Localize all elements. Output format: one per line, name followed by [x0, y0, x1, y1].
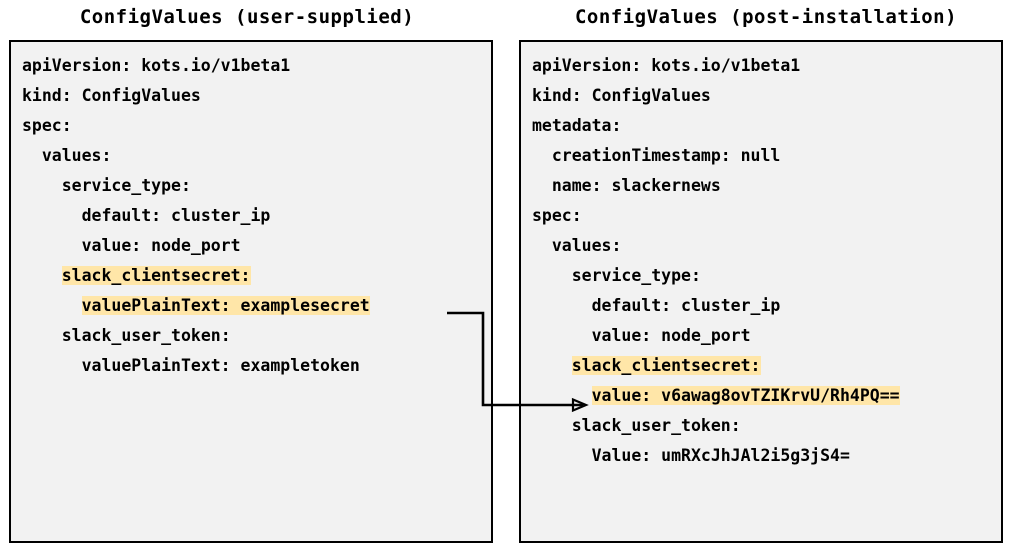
yaml-line-text: value: node_port [591, 326, 751, 345]
yaml-line: name: slackernews [532, 171, 1001, 201]
yaml-line-text: values: [41, 146, 112, 165]
yaml-line: slack_clientsecret: [22, 261, 491, 291]
yaml-line: valuePlainText: examplesecret [22, 291, 491, 321]
yaml-line-text: metadata: [532, 116, 622, 135]
yaml-content-user-supplied: apiVersion: kots.io/v1beta1 kind: ConfigV… [22, 51, 491, 381]
yaml-line: spec: [532, 201, 1001, 231]
panel-title-user-supplied: ConfigValues (user-supplied) [79, 6, 415, 28]
yaml-line-text: kind: ConfigValues [22, 86, 201, 105]
yaml-line: values: [22, 141, 491, 171]
yaml-line-text: kind: ConfigValues [532, 86, 711, 105]
yaml-line-text: values: [551, 236, 622, 255]
yaml-line: default: cluster_ip [22, 201, 491, 231]
panel-post-installation: ConfigValues (post-installation) apiVers… [510, 0, 1004, 559]
yaml-line: metadata: [532, 111, 1001, 141]
yaml-line-text: slack_user_token: [61, 326, 231, 345]
yaml-line-text: service_type: [61, 176, 191, 195]
yaml-line: slack_user_token: [532, 411, 1001, 441]
panel-user-supplied: ConfigValues (user-supplied) apiVersion:… [0, 0, 494, 559]
yaml-line-text: value: node_port [81, 236, 241, 255]
yaml-line-text: apiVersion: kots.io/v1beta1 [22, 56, 291, 75]
yaml-line-text: apiVersion: kots.io/v1beta1 [532, 56, 801, 75]
yaml-line: kind: ConfigValues [22, 81, 491, 111]
yaml-line-text-highlighted: valuePlainText: examplesecret [81, 296, 370, 315]
yaml-line: apiVersion: kots.io/v1beta1 [22, 51, 491, 81]
yaml-line: slack_clientsecret: [532, 351, 1001, 381]
yaml-line: apiVersion: kots.io/v1beta1 [532, 51, 1001, 81]
yaml-line: service_type: [532, 261, 1001, 291]
yaml-line: slack_user_token: [22, 321, 491, 351]
yaml-line: default: cluster_ip [532, 291, 1001, 321]
yaml-line-text: spec: [532, 206, 582, 225]
yaml-line-text-highlighted: slack_clientsecret: [571, 356, 761, 375]
yaml-line-text-highlighted: value: v6awag8ovTZIKrvU/Rh4PQ== [591, 386, 900, 405]
panel-title-post-installation: ConfigValues (post-installation) [574, 6, 958, 28]
yaml-line-text: service_type: [571, 266, 701, 285]
yaml-line-text: default: cluster_ip [591, 296, 781, 315]
yaml-line-text: default: cluster_ip [81, 206, 271, 225]
yaml-line-text: creationTimestamp: null [551, 146, 781, 165]
yaml-box-user-supplied: apiVersion: kots.io/v1beta1 kind: ConfigV… [9, 40, 493, 543]
yaml-line-text: valuePlainText: exampletoken [81, 356, 360, 375]
yaml-line-text: Value: umRXcJhJAl2i5g3jS4= [591, 446, 850, 465]
yaml-line: value: node_port [532, 321, 1001, 351]
yaml-line: Value: umRXcJhJAl2i5g3jS4= [532, 441, 1001, 471]
yaml-content-post-installation: apiVersion: kots.io/v1beta1 kind: ConfigV… [532, 51, 1001, 471]
yaml-line: value: node_port [22, 231, 491, 261]
yaml-line-text: name: slackernews [551, 176, 721, 195]
yaml-line: value: v6awag8ovTZIKrvU/Rh4PQ== [532, 381, 1001, 411]
yaml-line: spec: [22, 111, 491, 141]
yaml-line: service_type: [22, 171, 491, 201]
yaml-box-post-installation: apiVersion: kots.io/v1beta1 kind: ConfigV… [519, 40, 1003, 543]
yaml-line: kind: ConfigValues [532, 81, 1001, 111]
yaml-line-text: spec: [22, 116, 72, 135]
yaml-line: values: [532, 231, 1001, 261]
yaml-line: creationTimestamp: null [532, 141, 1001, 171]
yaml-line: valuePlainText: exampletoken [22, 351, 491, 381]
yaml-line-text: slack_user_token: [571, 416, 741, 435]
yaml-line-text-highlighted: slack_clientsecret: [61, 266, 251, 285]
